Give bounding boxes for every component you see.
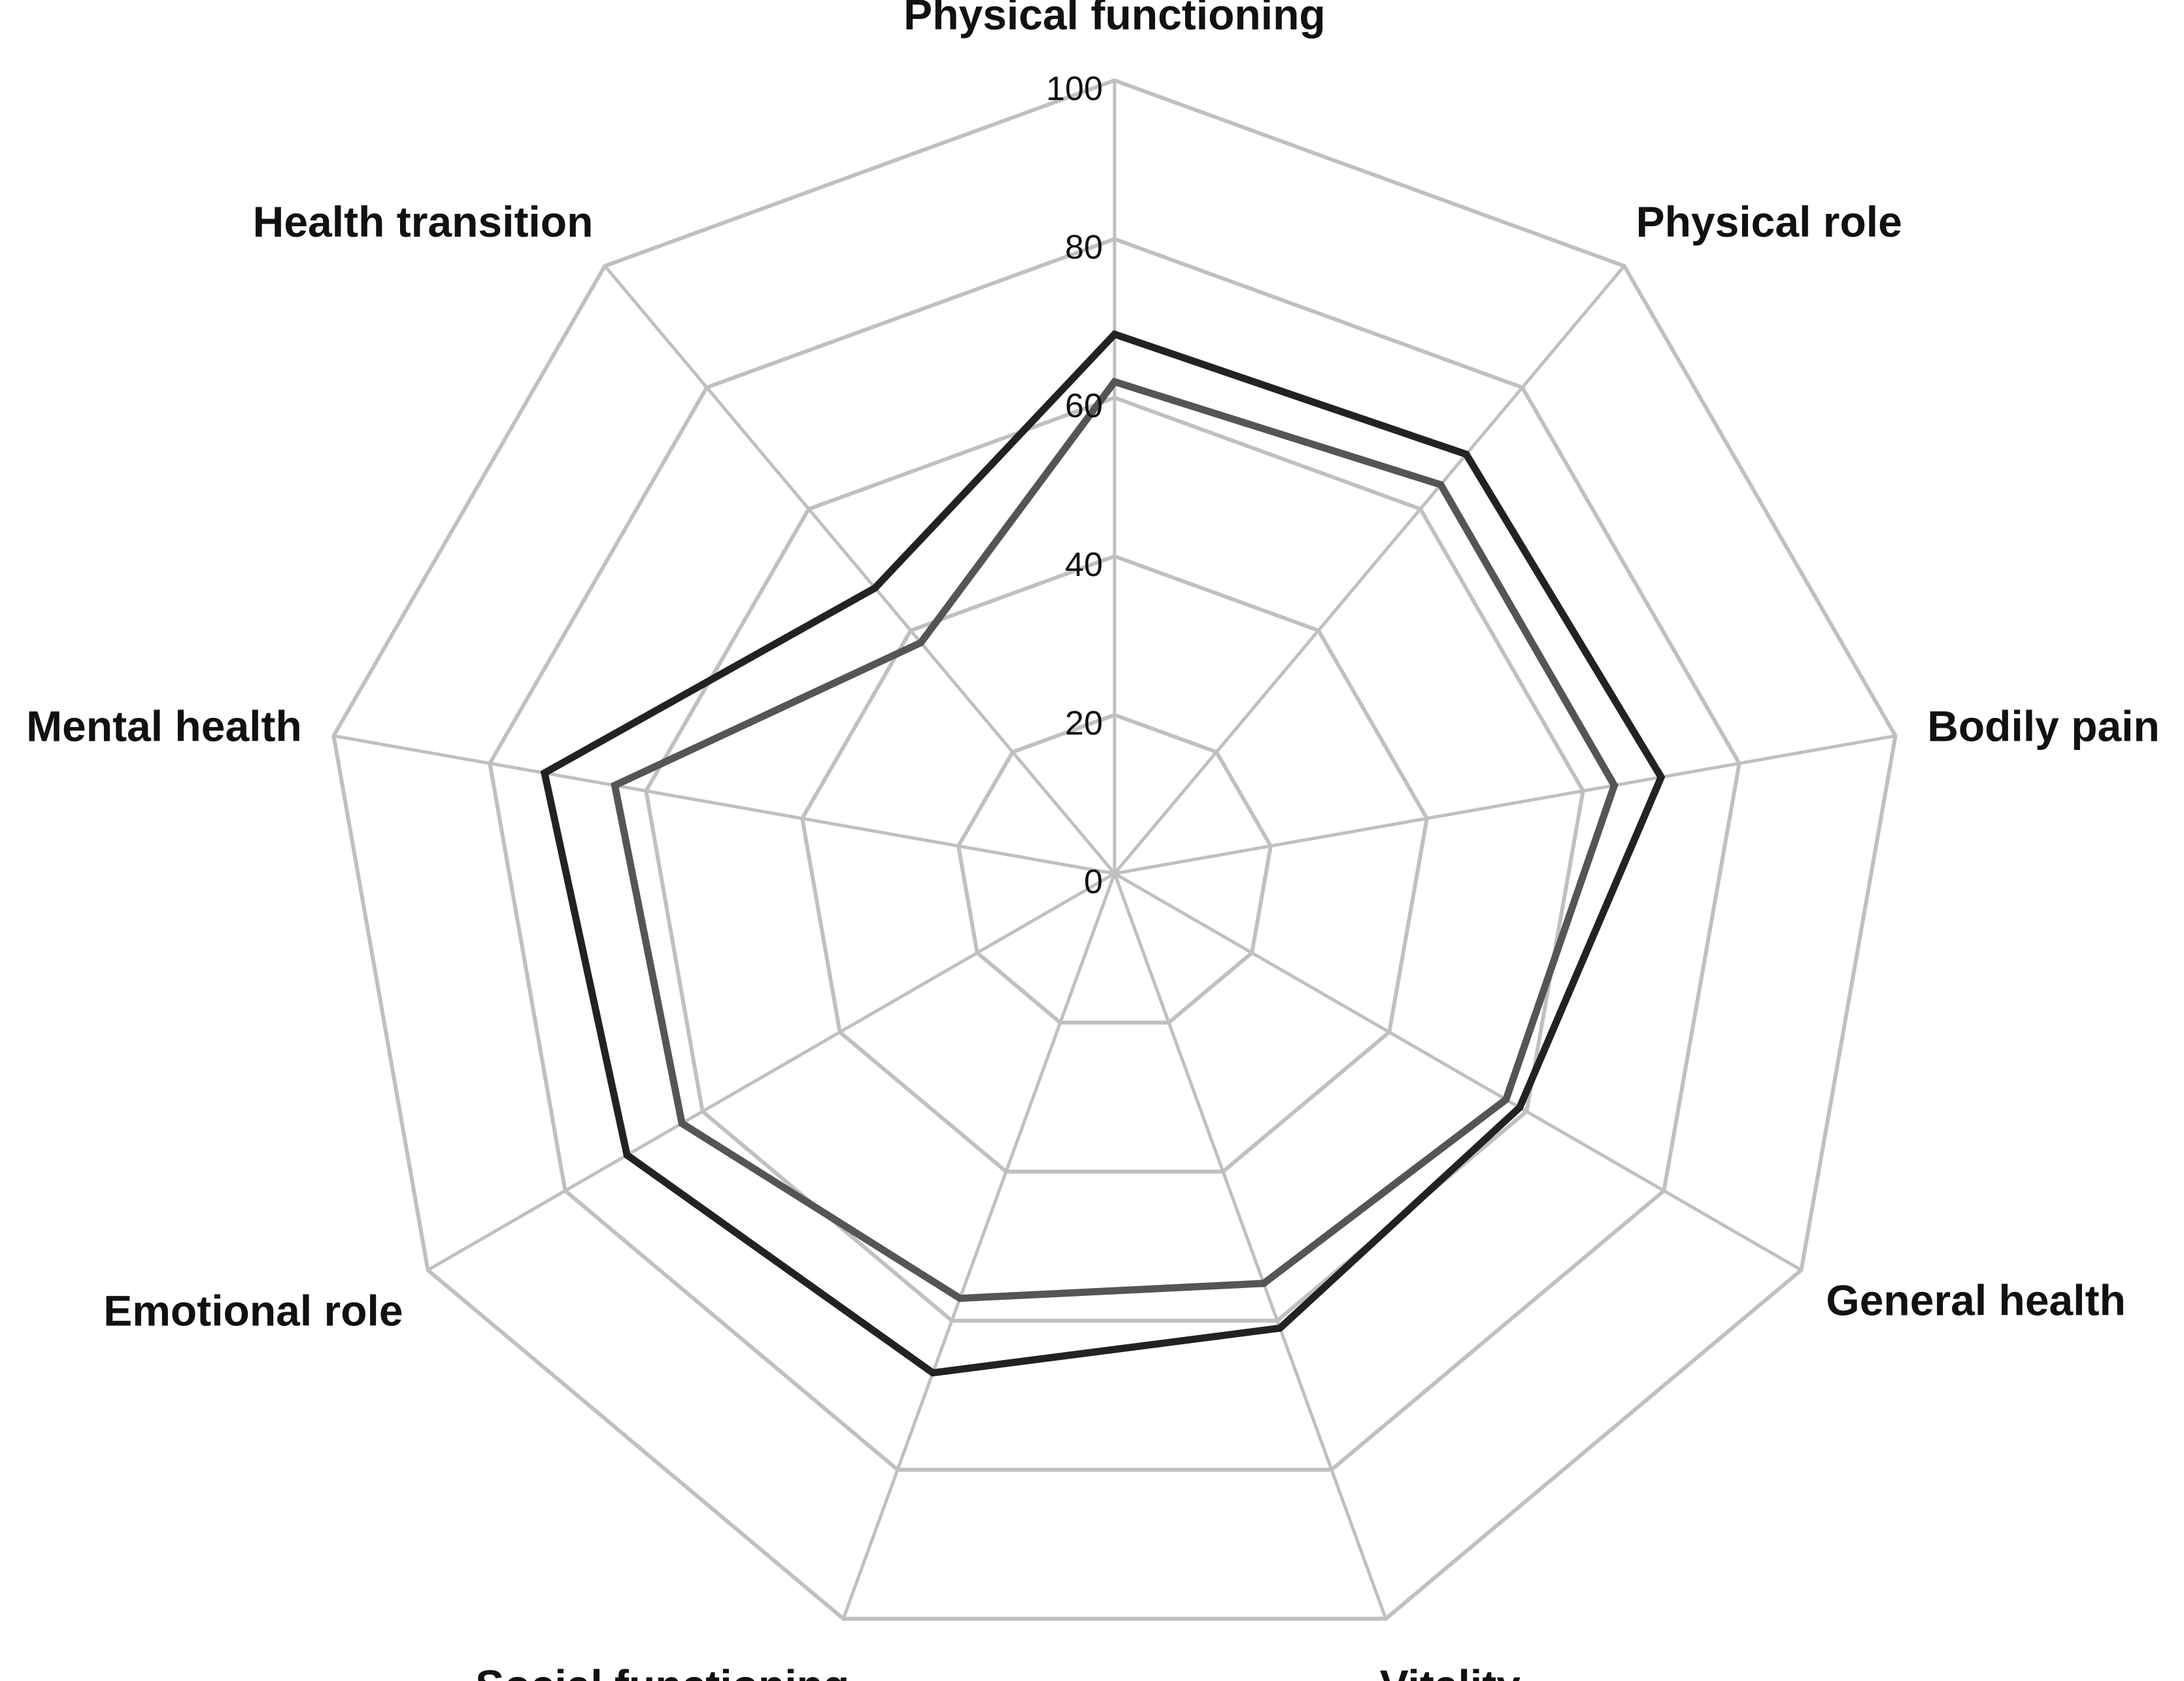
spoke-4 xyxy=(1113,872,1802,1272)
spoke-5 xyxy=(1113,873,1388,1620)
spoke-6 xyxy=(841,873,1117,1620)
axis-label-bodily-pain: Bodily pain xyxy=(1927,702,2160,751)
axis-label-physical-role: Physical role xyxy=(1636,197,1902,246)
tick-label-0: 0 xyxy=(1084,863,1103,901)
tick-label-60: 60 xyxy=(1065,387,1103,425)
axis-label-physical-functioning: Physical functioning xyxy=(903,0,1325,39)
grid-ring-80 xyxy=(488,237,1741,1472)
grid-ring-20 xyxy=(956,713,1273,1025)
axis-label-general-health: General health xyxy=(1826,1276,2126,1325)
spoke-7 xyxy=(427,872,1116,1272)
spoke-3 xyxy=(1114,734,1896,875)
tick-label-80: 80 xyxy=(1065,229,1103,267)
axis-label-health-transition: Health transition xyxy=(253,197,594,246)
spoke-2 xyxy=(1113,265,1626,875)
tick-labels: 0 20 40 60 80 100 xyxy=(1046,70,1103,901)
spoke-8 xyxy=(333,734,1115,875)
axis-label-social-functioning: Social functioning xyxy=(475,1661,849,1681)
grid-ring-60 xyxy=(644,396,1585,1323)
spoke-9 xyxy=(603,265,1116,875)
grid-ring-100 xyxy=(331,78,1898,1621)
series-1-line xyxy=(540,330,1666,1377)
axis-label-emotional-role: Emotional role xyxy=(103,1287,403,1335)
series-2-line xyxy=(611,377,1619,1302)
tick-label-100: 100 xyxy=(1046,70,1103,108)
tick-label-20: 20 xyxy=(1065,704,1103,742)
series-layer xyxy=(540,330,1666,1377)
grid-layer xyxy=(331,78,1898,1621)
grid-ring-40 xyxy=(800,554,1429,1174)
tick-label-40: 40 xyxy=(1065,546,1103,584)
axis-label-mental-health: Mental health xyxy=(26,702,302,751)
axis-label-vitality: Vitality xyxy=(1380,1661,1521,1681)
